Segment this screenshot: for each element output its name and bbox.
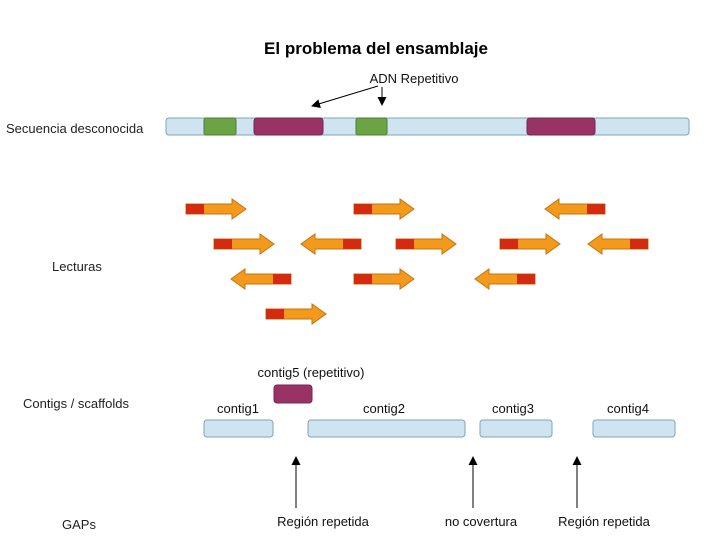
read-arrow-right <box>265 303 327 325</box>
row-label-sequence: Secuencia desconocida <box>6 121 144 136</box>
sequence-block-green <box>203 117 237 136</box>
sequence-block-green <box>355 117 388 136</box>
contig-label: contig3 <box>492 401 534 416</box>
read-arrow-right <box>213 233 275 255</box>
contig-bar <box>479 419 553 438</box>
read-arrow-right <box>499 233 561 255</box>
sequence-block-repeat <box>253 117 324 136</box>
read-arrow-left <box>587 233 649 255</box>
contig-label: contig2 <box>363 401 405 416</box>
contig-bar <box>203 419 274 438</box>
repeat-pointer-arrow-left <box>311 85 379 108</box>
gap-label: Región repetida <box>277 514 370 529</box>
row-label-reads: Lecturas <box>52 259 102 274</box>
read-arrow-left <box>230 268 292 290</box>
repetitive-contig-block <box>273 384 313 404</box>
read-arrow-right <box>353 268 415 290</box>
gap-label: no covertura <box>445 514 518 529</box>
repetitive-contig-label: contig5 (repetitivo) <box>258 365 365 380</box>
gap-label: Región repetida <box>558 514 651 529</box>
contig-bar <box>592 419 676 438</box>
unknown-sequence-bar <box>165 117 690 136</box>
read-arrow-left <box>544 198 606 220</box>
diagram-title: El problema del ensamblaje <box>264 39 488 58</box>
contig-label: contig4 <box>607 401 649 416</box>
contig-bar <box>307 419 466 438</box>
sequence-block-repeat <box>526 117 596 136</box>
repetitive-dna-annotation: ADN Repetitivo <box>370 71 459 86</box>
row-label-gaps: GAPs <box>62 517 96 532</box>
contig-label: contig1 <box>217 401 259 416</box>
read-arrow-left <box>300 233 362 255</box>
read-arrow-right <box>185 198 247 220</box>
read-arrow-right <box>353 198 415 220</box>
row-label-contigs: Contigs / scaffolds <box>23 396 129 411</box>
read-arrow-left <box>474 268 536 290</box>
read-arrow-right <box>395 233 457 255</box>
